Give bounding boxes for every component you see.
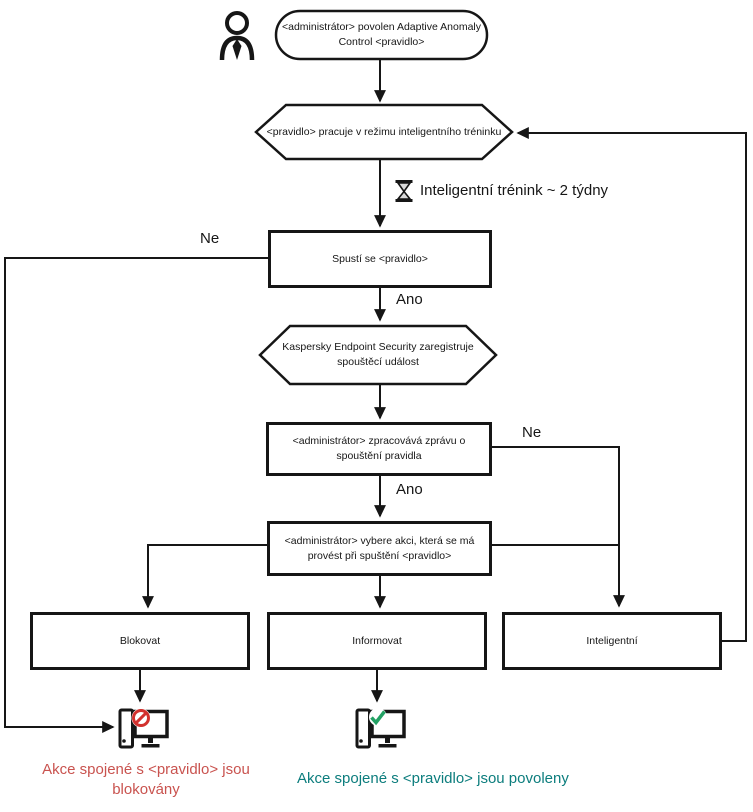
prohibit-icon bbox=[132, 709, 150, 727]
training-period-label: Inteligentní trénink ~ 2 týdny bbox=[420, 182, 609, 199]
check-icon bbox=[370, 710, 386, 726]
computer-blocked-icon bbox=[118, 708, 169, 749]
kes-registers-label: Kaspersky Endpoint Security zaregistruje… bbox=[260, 326, 496, 384]
training-mode-hexagon bbox=[254, 103, 514, 161]
rule-triggered-node: Spustí se <pravidlo> bbox=[268, 230, 492, 288]
kes-registers-hexagon bbox=[258, 324, 498, 386]
edge-label-ne-left: Ne bbox=[200, 230, 220, 247]
rule-triggered-label: Spustí se <pravidlo> bbox=[332, 252, 428, 265]
edge-label-ano-2: Ano bbox=[396, 481, 423, 498]
admin-processes-node: <administrátor> zpracovává zprávu o spou… bbox=[266, 422, 492, 476]
hourglass-icon bbox=[395, 180, 413, 202]
result-allowed-label: Akce spojené s <pravidlo> jsou povoleny bbox=[297, 770, 569, 787]
action-block-node: Blokovat bbox=[30, 612, 250, 670]
start-node-shape bbox=[274, 9, 489, 61]
action-block-label: Blokovat bbox=[119, 634, 161, 647]
kes-registers-text: Kaspersky Endpoint Security zaregistruje… bbox=[282, 341, 474, 368]
action-smart-node: Inteligentní bbox=[502, 612, 722, 670]
person-icon bbox=[219, 11, 255, 61]
flow-lines bbox=[4, 60, 747, 733]
admin-processes-label: <administrátor> zpracovává zprávu o spou… bbox=[292, 435, 466, 462]
edge-label-ne-right: Ne bbox=[522, 424, 542, 441]
admin-selects-label: <administrátor> vybere akci, která se má… bbox=[284, 534, 475, 562]
computer-allowed-icon bbox=[355, 708, 406, 749]
action-inform-node: Informovat bbox=[267, 612, 487, 670]
action-inform-label: Informovat bbox=[352, 634, 402, 647]
action-smart-label: Inteligentní bbox=[586, 634, 638, 647]
result-blocked-label: Akce spojené s <pravidlo> jsou blokovány bbox=[42, 761, 250, 799]
admin-selects-node: <administrátor> vybere akci, která se má… bbox=[267, 521, 492, 576]
training-mode-label: <pravidlo> pracuje v režimu inteligentní… bbox=[266, 125, 502, 138]
edge-label-ano-1: Ano bbox=[396, 291, 423, 308]
start-node-label: <administrátor> povolen Adaptive Anomaly… bbox=[281, 21, 482, 48]
start-node: <administrátor> povolen Adaptive Anomaly… bbox=[275, 10, 488, 60]
